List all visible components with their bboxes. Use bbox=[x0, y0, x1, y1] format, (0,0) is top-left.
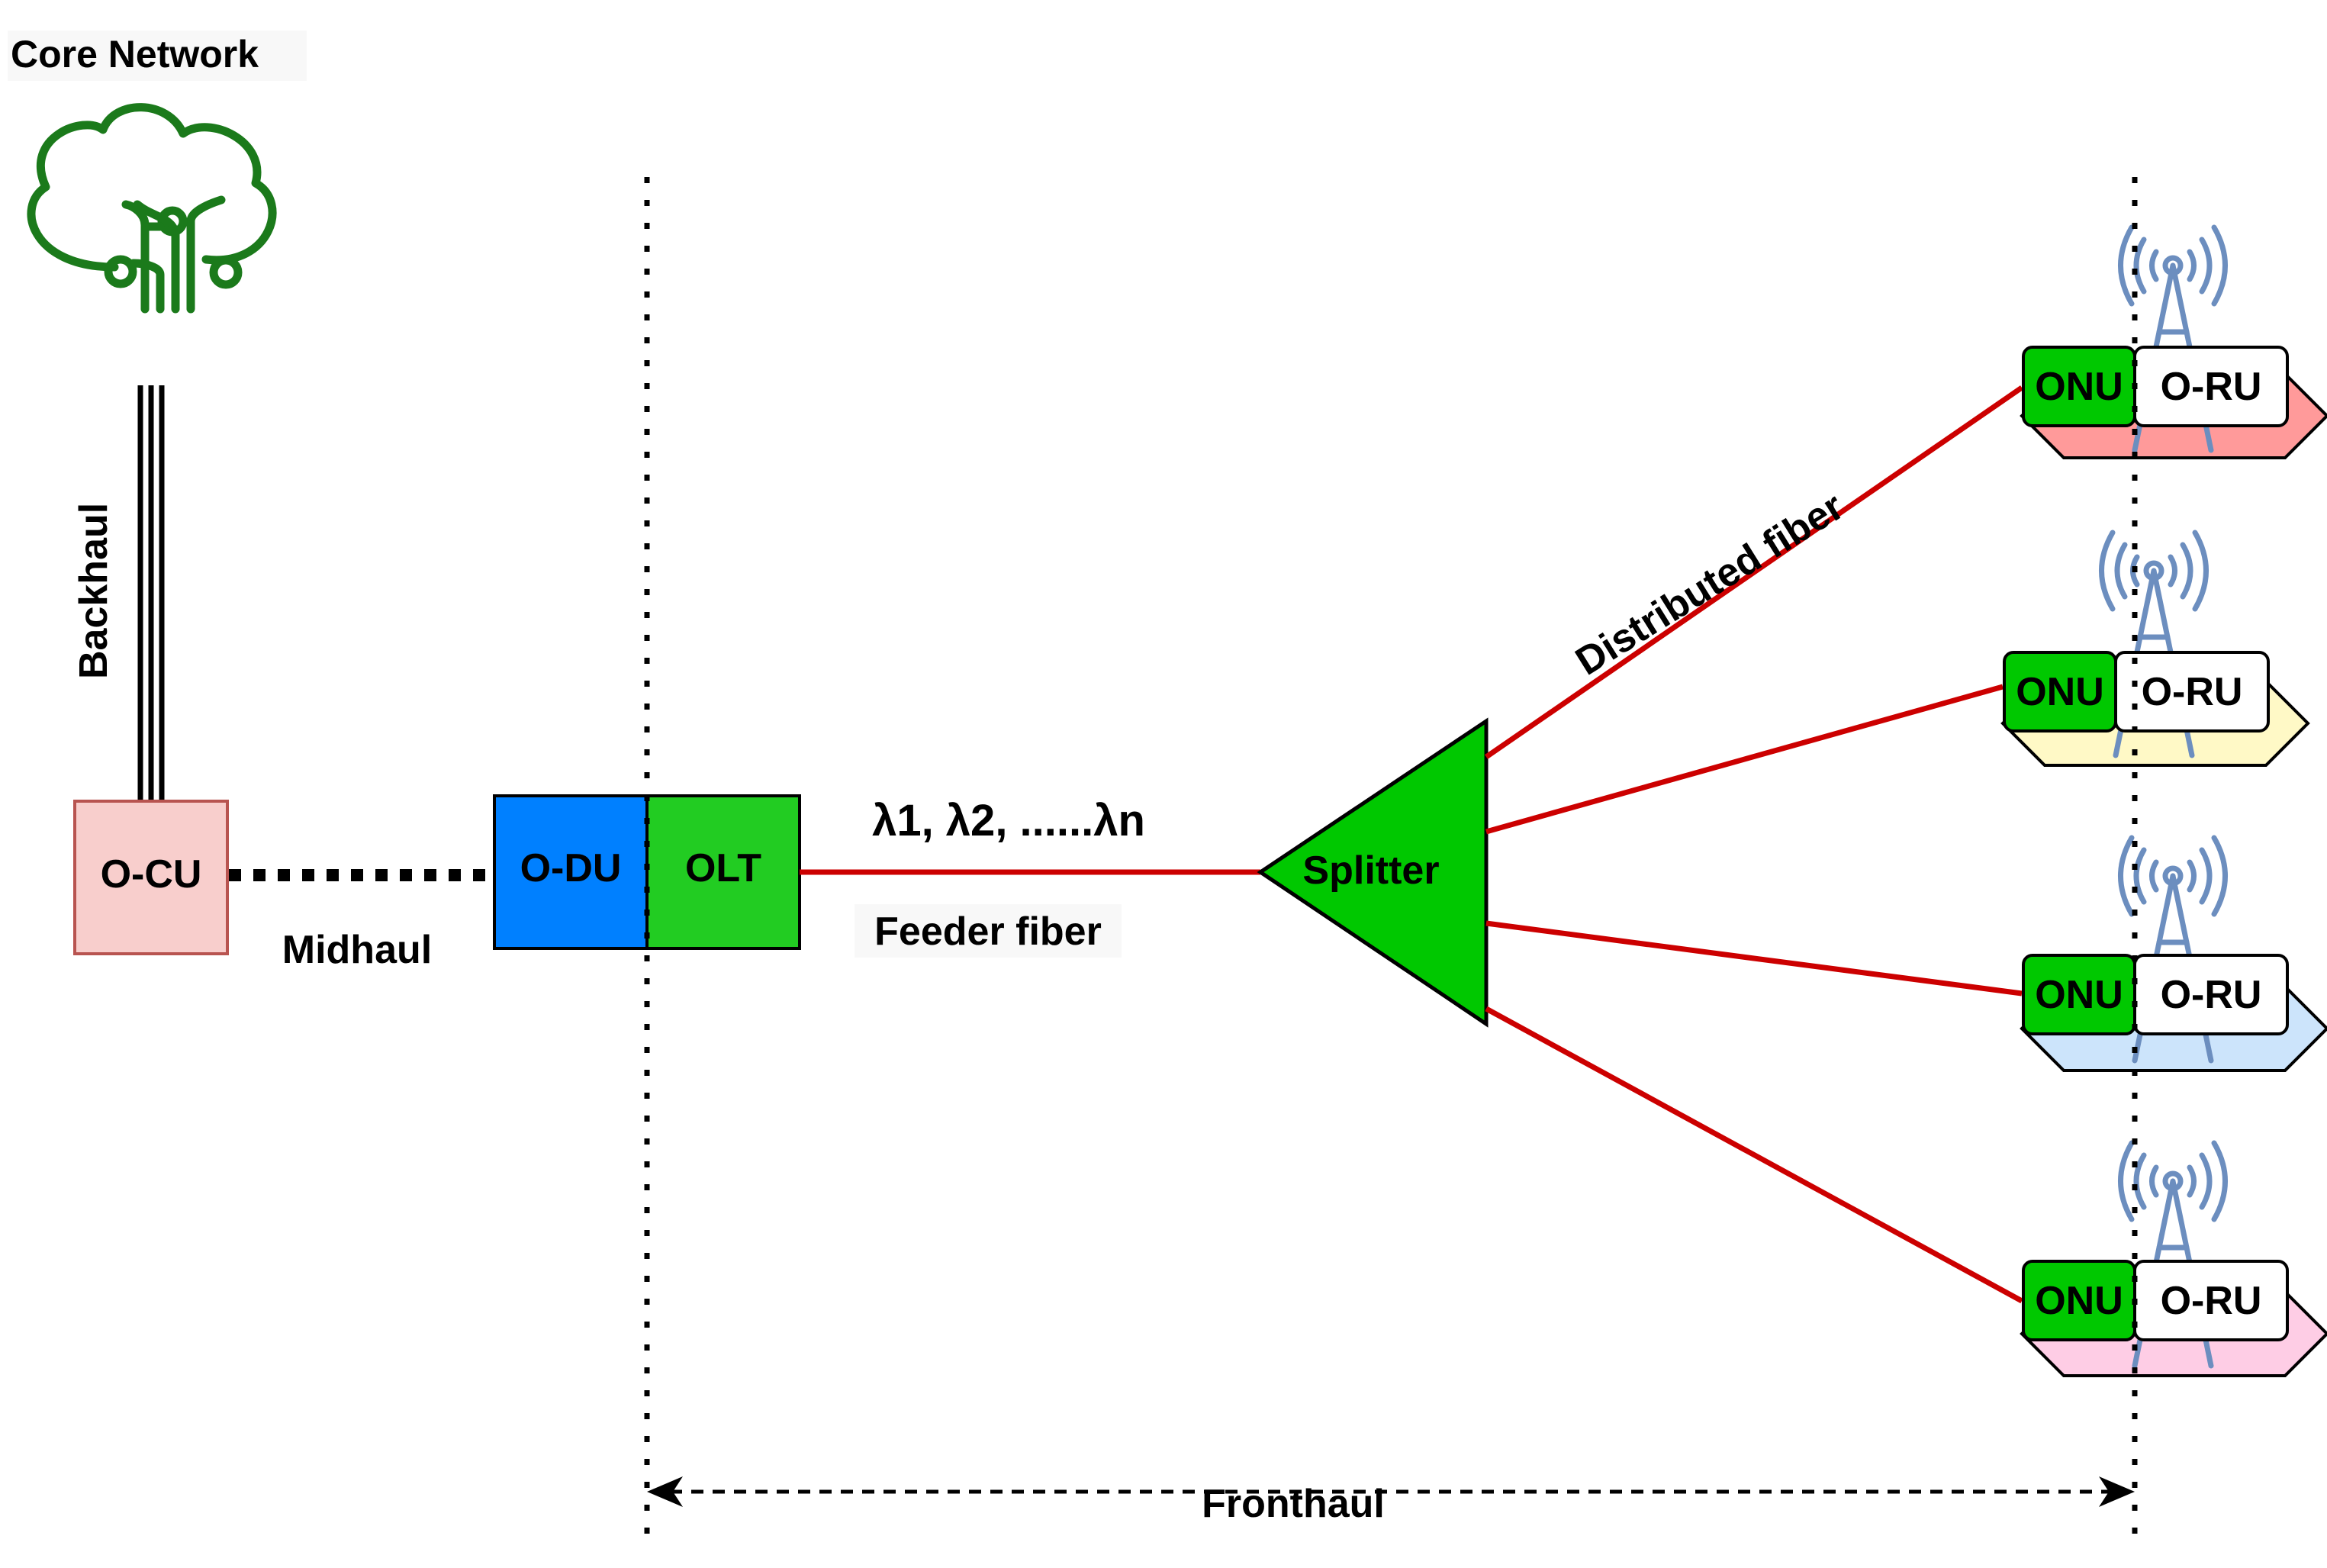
wavelength-label: λ1, λ2, ......λn bbox=[872, 796, 1145, 845]
splitter-node bbox=[1257, 717, 1489, 1028]
onu-label: ONU bbox=[2035, 365, 2123, 409]
onu-label: ONU bbox=[2035, 973, 2123, 1017]
oru-box bbox=[2133, 954, 2289, 1035]
backhaul-label: Backhaul bbox=[72, 503, 116, 679]
cell-site: ONU O-RU bbox=[2020, 835, 2327, 1072]
distributed-fiber-1 bbox=[1485, 385, 2023, 759]
odu-label: O-DU bbox=[520, 846, 622, 890]
core-network-title: Core Network bbox=[11, 33, 259, 76]
distributed-fiber-lines bbox=[1485, 385, 2023, 1304]
oru-label: O-RU bbox=[2142, 670, 2243, 714]
olt-label: OLT bbox=[685, 846, 761, 890]
midhaul-label: Midhaul bbox=[282, 928, 432, 972]
odu-node bbox=[493, 794, 649, 950]
splitter-label: Splitter bbox=[1302, 848, 1439, 893]
fronthaul-arrowhead-right bbox=[2099, 1476, 2135, 1507]
distributed-fiber-4 bbox=[1485, 1006, 2023, 1304]
feeder-fiber-label: Feeder fiber bbox=[874, 910, 1102, 954]
cell-site: ONU O-RU bbox=[2000, 530, 2310, 767]
ocu-node bbox=[73, 800, 229, 955]
title-background bbox=[8, 31, 307, 81]
feeder-label-background bbox=[855, 904, 1122, 958]
ocu-label: O-CU bbox=[101, 852, 202, 897]
distributed-fiber-3 bbox=[1485, 920, 2023, 997]
fronthaul-arrowhead-left bbox=[647, 1476, 683, 1507]
cell-site: ONU O-RU bbox=[2020, 1140, 2327, 1377]
oru-label: O-RU bbox=[2161, 1279, 2262, 1323]
oru-label: O-RU bbox=[2161, 973, 2262, 1017]
fronthaul-label: Fronthaul bbox=[1202, 1482, 1385, 1526]
distributed-fiber-2 bbox=[1485, 684, 2004, 835]
distributed-fiber-label: Distributed fiber bbox=[1568, 485, 1851, 684]
oru-label: O-RU bbox=[2161, 365, 2262, 409]
backhaul-link bbox=[137, 385, 165, 801]
onu-label: ONU bbox=[2016, 670, 2104, 714]
onu-label: ONU bbox=[2035, 1279, 2123, 1323]
oru-box bbox=[2114, 651, 2270, 732]
core-network-cloud-icon bbox=[27, 103, 277, 314]
cell-site: ONU O-RU bbox=[2020, 224, 2327, 459]
